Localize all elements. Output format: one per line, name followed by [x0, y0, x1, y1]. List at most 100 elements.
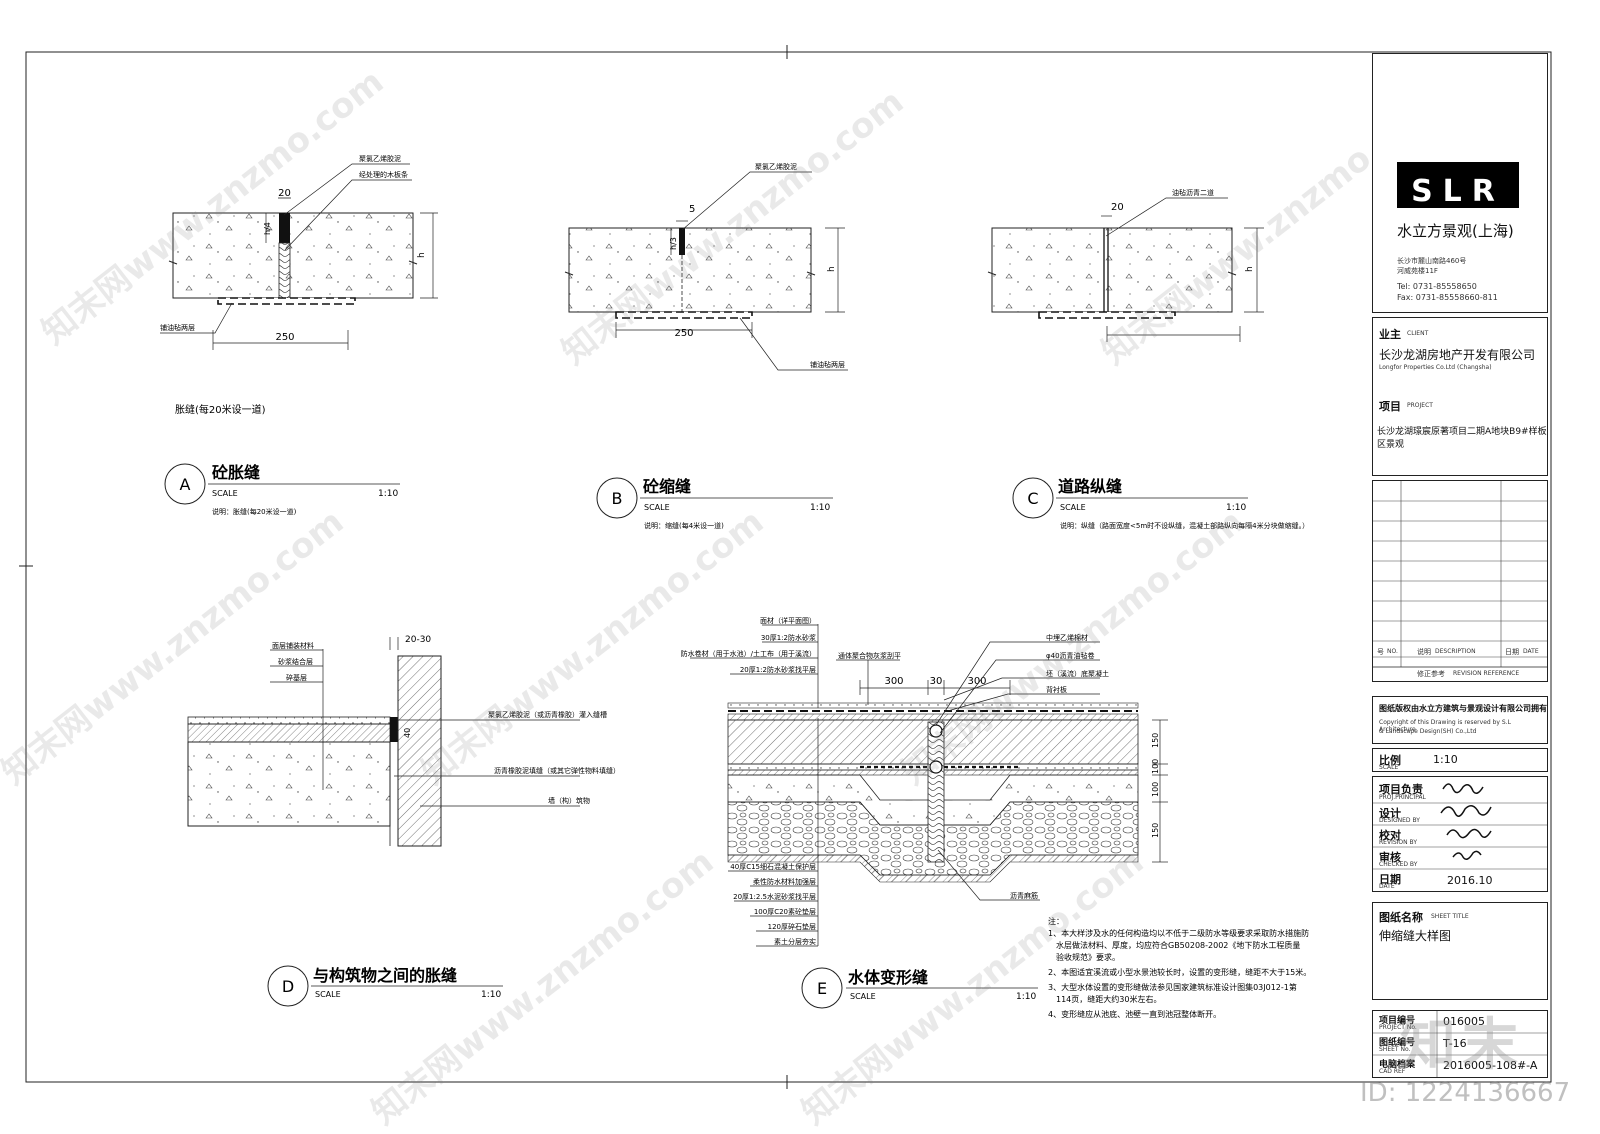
dim-e-d3: 100: [1151, 782, 1160, 797]
callout-d-1: 面层铺装材料: [272, 641, 314, 650]
date-value: 2016.10: [1447, 874, 1493, 887]
callout-a-1: 聚氯乙烯胶泥: [359, 154, 401, 163]
project-name: 长沙龙湖璟宸原著项目二期A地块B9#样板区景观: [1377, 427, 1547, 450]
concrete-slab: [172, 212, 414, 299]
sheet-title: 伸缩缝大样图: [1379, 929, 1452, 943]
detail-e-letter: E: [817, 979, 827, 998]
title-block-company: SLR 水立方景观(上海) 长沙市麓山南路460号 河威苑楼11F Tel: 0…: [1372, 53, 1548, 313]
concrete-slab: [991, 227, 1233, 313]
company-fax: Fax: 0731-85558660-811: [1397, 293, 1498, 302]
rev-desc: 说明: [1417, 648, 1431, 656]
company-logo: SLR: [1397, 162, 1519, 208]
watermark-logo: 知末: [1400, 1013, 1524, 1078]
proj-no-label-en: PROJECT No.: [1379, 1024, 1417, 1031]
detail-c-badge: [1012, 477, 1054, 519]
base-layer: [187, 741, 391, 827]
callout-e-tr-3: 坯（溪流）底聚凝土: [1046, 669, 1109, 678]
design-label: 设计: [1379, 807, 1401, 820]
detail-a-scale-word: SCALE: [212, 489, 238, 498]
dim-e-d1: 150: [1151, 733, 1160, 748]
project-label-en: PROJECT: [1407, 402, 1433, 409]
callout-c-1: 油毡沥青二道: [1172, 188, 1214, 197]
felt-layer: [615, 311, 753, 319]
callout-e-bl-5: 120厚碎石垫层: [768, 922, 816, 931]
dim-e-d2: 100: [1151, 759, 1160, 774]
scale-label-en: SCALE: [1379, 764, 1399, 771]
dim-a-base: 250: [275, 332, 294, 343]
sheet-number-box: 项目编号 PROJECT No. 016005 图纸编号 SHEET No. T…: [1372, 1010, 1548, 1078]
rev-no: 号: [1377, 648, 1384, 656]
signature-reviewer: [1452, 850, 1482, 860]
dim-b-base: 250: [674, 328, 693, 339]
note-e-7: 4、变形缝应从池底、池壁一直到池冠整体断开。: [1048, 1009, 1221, 1019]
detail-a-title: 砼胀缝: [212, 463, 260, 482]
callout-e-tr-2: φ40沥青油毡卷: [1046, 651, 1095, 660]
dim-d-depth: 40: [403, 728, 412, 738]
detail-b-letter: B: [612, 489, 623, 508]
callout-e-tl-2: 30厚1:2防水砂浆: [761, 633, 816, 642]
callout-d-6: 墙（构）筑物: [548, 796, 590, 805]
dim-a-ratio: h/4: [263, 222, 272, 235]
proj-no: 016005: [1443, 1015, 1485, 1028]
detail-a-letter: A: [180, 475, 191, 494]
rev-no-en: NO.: [1387, 648, 1398, 655]
proj-no-label: 项目编号: [1379, 1016, 1416, 1026]
detail-b-badge: [596, 477, 638, 519]
scale-box: 比例 SCALE 1:10: [1372, 748, 1548, 772]
sheet-title-label: 图纸名称: [1379, 911, 1423, 924]
mortar-layer: [187, 723, 391, 743]
rev-ref-en: REVISION REFERENCE: [1453, 670, 1520, 677]
cad-label-en: CAD REF: [1379, 1068, 1406, 1075]
detail-b-note: 说明：缩缝(每4米设一道): [644, 521, 724, 530]
cad-label: 电脑档案: [1379, 1060, 1416, 1070]
finish-layer: [727, 702, 1139, 709]
signature-grid: [1373, 783, 1547, 870]
dim-e-d4: 150: [1151, 823, 1160, 838]
dim-d-gap: 20-30: [405, 635, 431, 645]
sealant-strip: [390, 717, 398, 742]
note-e-1: 1、本大样涉及水的任何构造均以不低于二级防水等级要求采取防水措施防: [1048, 928, 1309, 938]
note-e-0: 注：: [1048, 916, 1064, 926]
callout-d-5: 沥青橡胶泥填缝（或其它弹性物料填缝）: [494, 766, 620, 775]
watermark-id: ID: 1224136667: [1360, 1078, 1571, 1108]
sheet-title-label-en: SHEET TITLE: [1431, 913, 1469, 920]
sealant-strip: [679, 228, 685, 255]
revision-table: 号 NO. 说明 DESCRIPTION 日期 DATE 修正参考 REVISI…: [1372, 480, 1548, 682]
cad-ref: 2016005-108#-A: [1443, 1059, 1538, 1072]
sheet-no-label-en: SHEET No.: [1379, 1046, 1411, 1053]
detail-a: 20 h/4 h 250 聚氯乙烯胶泥 经处理的木板条 铺油毡两层 胀缝(每20…: [160, 154, 438, 516]
callout-e-bl-3: 20厚1:2.5水泥砂浆找平层: [733, 892, 816, 901]
sealant-strip: [279, 213, 290, 243]
note-e-3: 验收规范》要求。: [1056, 952, 1120, 962]
dim-b-ratio: h/3: [669, 237, 678, 250]
sheet-number-grid: [1373, 1011, 1547, 1077]
rev-ref: 修正参考: [1417, 670, 1445, 678]
detail-e-scale: 1:10: [1016, 992, 1036, 1002]
client-name-en: Longfor Properties Co.Ltd (Changsha): [1379, 364, 1492, 371]
dim-e-left: 300: [884, 676, 903, 687]
signature-box: 项目负责 PROJ.PRINCIPAL 设计 DESIGNED BY 校对 RE…: [1372, 776, 1548, 892]
callout-e-tl-1: 面材（详平面图）: [760, 616, 816, 625]
copyright-en-2: & Landscape Design(SH) Co.,Ltd: [1379, 728, 1477, 735]
callout-e-tl-3: 防水卷材（用于水池）/土工布（用于溪流）: [681, 649, 816, 658]
design-label-en: DESIGNED BY: [1379, 817, 1420, 824]
callout-e-tl-4: 20厚1:2防水砂浆找平层: [740, 665, 816, 674]
scale-label: 比例: [1379, 754, 1401, 767]
check-label: 校对: [1379, 829, 1401, 842]
callout-d-2: 砂浆结合层: [278, 657, 313, 666]
check-label-en: REVISION BY: [1379, 839, 1417, 846]
callout-e-tm: 通体聚合物灰浆刮平: [838, 651, 901, 660]
detail-c-scale: 1:10: [1226, 503, 1246, 513]
review-label-en: CHECKED BY: [1379, 861, 1418, 868]
detail-a-note: 说明：胀缝(每20米设一道): [212, 507, 297, 516]
sheet-no: T-16: [1443, 1037, 1467, 1050]
callout-d-4: 聚氯乙烯胶泥（或沥青橡胶）灌入缝槽: [488, 710, 607, 719]
concrete-slab: [568, 227, 812, 313]
sheet-border: [25, 51, 1552, 1083]
copyright-box: 图纸版权由水立方建筑与景观设计有限公司拥有 Copyright of this …: [1372, 696, 1548, 744]
date-label: 日期: [1379, 873, 1401, 886]
detail-b: 5 h/3 h 250 聚氯乙烯胶泥 铺油毡两层 B 砼缩缝 SCALE 1:1…: [564, 162, 848, 530]
dim-a-width: 20: [278, 188, 291, 199]
callout-a-2: 经处理的木板条: [359, 170, 408, 179]
